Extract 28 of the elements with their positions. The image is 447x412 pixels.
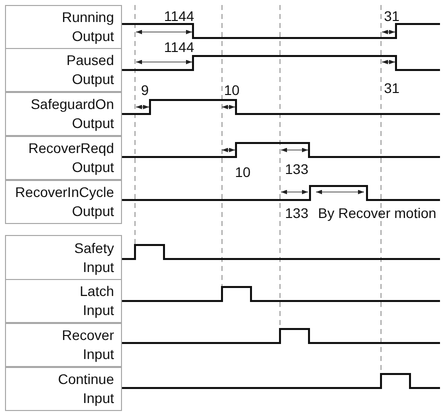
signal-name: SafeguardOn Output — [30, 95, 114, 133]
signal-name-cell — [5, 367, 122, 411]
timing-label: 133 — [285, 161, 308, 177]
timing-label: 10 — [224, 82, 240, 98]
timing-label: 1144 — [164, 39, 194, 55]
signal-name-cell — [5, 279, 122, 323]
signal-name: RecoverInCycle Output — [15, 183, 114, 221]
signal-name: Latch Input — [80, 282, 114, 320]
signal-name: RecoverReqd Output — [28, 139, 114, 177]
signal-name-cell — [5, 323, 122, 367]
signal-name-cell — [5, 235, 122, 280]
signal-name: Recover Input — [62, 326, 114, 364]
signal-name-cell — [5, 136, 122, 180]
signal-name-cell — [5, 92, 122, 136]
timing-label: 10 — [235, 164, 251, 180]
timing-label: 1144 — [164, 8, 194, 24]
timing-label: 31 — [384, 8, 400, 24]
timing-label: 133 — [285, 205, 308, 221]
timing-label: 9 — [141, 82, 149, 98]
signal-name: Safety Input — [74, 238, 114, 276]
timing-label: 31 — [384, 80, 400, 96]
signal-name: Running Output — [62, 8, 114, 46]
signal-name-cell — [5, 48, 122, 92]
signal-name: Continue Input — [58, 370, 114, 408]
timing-label: By Recover motion — [318, 205, 436, 221]
signal-name-cell — [5, 5, 122, 49]
signal-name: Paused Output — [66, 51, 114, 89]
signal-name-cell — [5, 180, 122, 224]
